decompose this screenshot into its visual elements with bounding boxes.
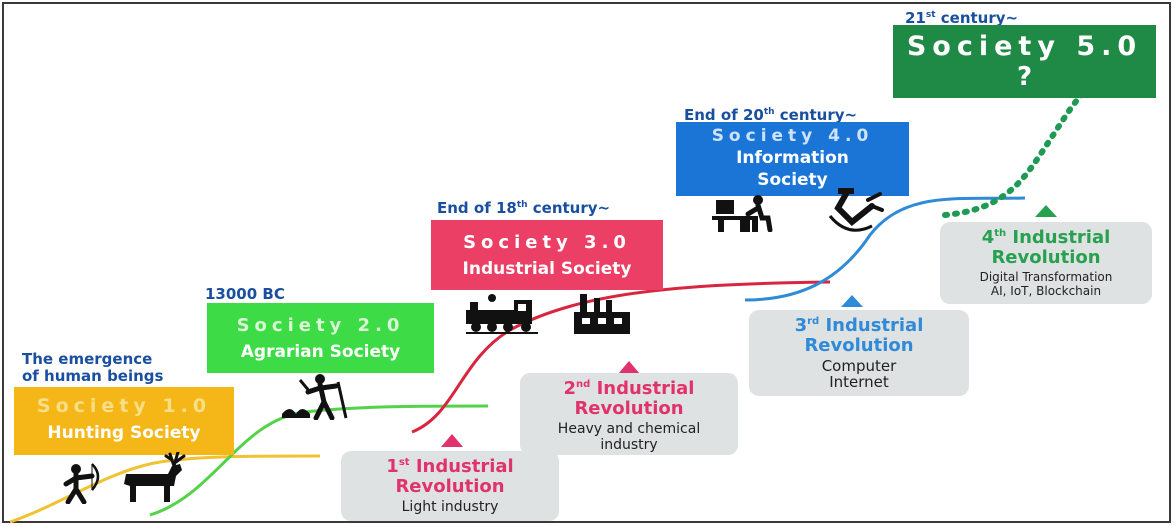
- revolution-2-title: 2nd Industrial: [563, 378, 695, 399]
- farmer-icon: [282, 374, 348, 420]
- revolution-2-title-line2: Revolution: [574, 398, 684, 419]
- era-human-line2: of human beings: [22, 367, 164, 385]
- hunting-curve: [9, 454, 321, 524]
- society-3-subtitle: Industrial Society: [462, 259, 632, 279]
- revolution-2-box: 2nd Industrial Revolution Heavy and chem…: [520, 373, 738, 455]
- revolution-3-marker: [841, 295, 863, 307]
- revolution-4-desc-line1: Digital Transformation: [979, 270, 1113, 284]
- revolution-4-desc-line2: AI, IoT, Blockchain: [990, 284, 1102, 298]
- era-label-18th-century: End of 18th century~: [437, 199, 611, 217]
- robot-arm-icon: [828, 188, 884, 232]
- revolution-3-desc-line2: Internet: [829, 373, 889, 391]
- society-3-box: Society 3.0 Industrial Society: [431, 220, 663, 290]
- era-label-human: The emergence of human beings: [22, 351, 163, 385]
- revolution-4-title: 4th Industrial: [981, 227, 1111, 248]
- society-4-name: Society 4.0: [711, 126, 874, 146]
- society-4-box: Society 4.0 Information Society: [676, 122, 909, 196]
- society-4-subtitle-line2: Society: [757, 170, 828, 190]
- revolution-3-desc-line1: Computer: [821, 357, 897, 375]
- society-1-box: Society 1.0 Hunting Society: [14, 387, 234, 455]
- society-5-name: Society 5.0: [906, 31, 1143, 62]
- industrial-curve: [411, 280, 831, 434]
- revolution-1-title-line2: Revolution: [395, 476, 505, 497]
- revolution-2-desc-line1: Heavy and chemical: [557, 421, 701, 437]
- society-3-name: Society 3.0: [463, 232, 631, 253]
- society-2-subtitle: Agrarian Society: [240, 342, 401, 362]
- revolution-2-desc-line2: industry: [600, 437, 658, 453]
- revolution-3-title: 3rd Industrial: [794, 315, 924, 336]
- deer-icon: [124, 452, 186, 502]
- society-1-name: Society 1.0: [36, 395, 212, 417]
- hunter-archer-icon: [63, 463, 100, 504]
- revolution-1-desc: Light industry: [401, 499, 499, 515]
- era-label-20th-century: End of 20th century~: [684, 106, 858, 124]
- society-2-box: Society 2.0 Agrarian Society: [207, 303, 434, 373]
- revolution-1-marker: [441, 434, 463, 447]
- revolution-3-title-line2: Revolution: [804, 335, 914, 356]
- revolution-2-marker: [618, 361, 640, 374]
- revolution-4-marker: [1035, 205, 1057, 217]
- revolution-1-title: 1st Industrial: [386, 456, 514, 477]
- society-5-box: Society 5.0 ?: [893, 25, 1156, 98]
- office-worker-icon: [712, 195, 773, 232]
- society-4-subtitle-line1: Information: [736, 148, 849, 168]
- society-2-name: Society 2.0: [236, 315, 405, 336]
- society5-dotted-curve: [942, 87, 1095, 218]
- information-curve: [744, 196, 1026, 302]
- era-human-line1: The emergence: [22, 350, 153, 368]
- society-1-subtitle: Hunting Society: [47, 423, 201, 443]
- era-label-21st-century: 21st century~: [905, 9, 1019, 27]
- era-label-13000bc: 13000 BC: [205, 285, 285, 303]
- revolution-3-box: 3rd Industrial Revolution Computer Inter…: [749, 310, 969, 396]
- steam-train-icon: [466, 294, 538, 334]
- revolution-1-box: 1st Industrial Revolution Light industry: [341, 451, 559, 521]
- factory-icon: [574, 294, 630, 334]
- revolution-4-box: 4th Industrial Revolution Digital Transf…: [940, 222, 1152, 304]
- society-5-subtitle: ?: [1016, 62, 1033, 92]
- revolution-4-title-line2: Revolution: [991, 247, 1101, 268]
